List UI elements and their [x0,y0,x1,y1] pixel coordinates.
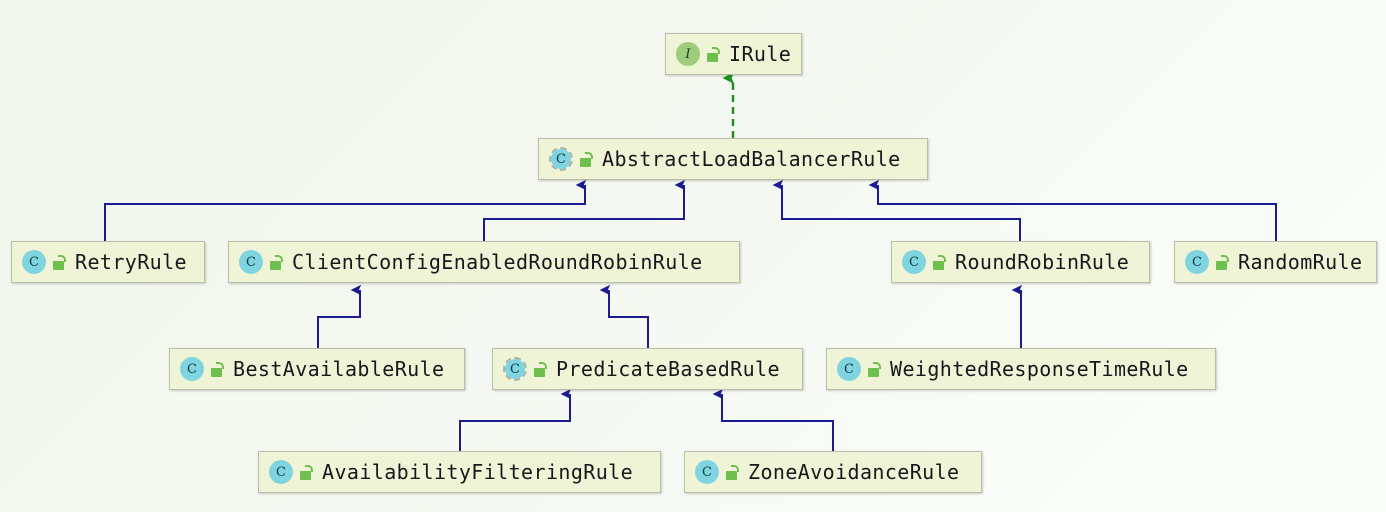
edge-predicate-to-ccerr [609,290,649,348]
abstract-class-badge-icon: C [503,357,527,381]
uml-node-label: WeightedResponseTimeRule [890,357,1189,381]
class-badge-icon: C [22,250,46,274]
uml-node-label: RandomRule [1238,250,1363,274]
uml-node-client-config-enabled-round-robin-rule[interactable]: C ClientConfigEnabledRoundRobinRule [228,241,740,283]
uml-node-label: BestAvailableRule [233,357,445,381]
uml-node-retry-rule[interactable]: C RetryRule [11,241,205,283]
edge-retry-to-abstract [104,185,585,241]
edge-roundrobin-to-abstract [782,185,1021,241]
uml-node-label: ZoneAvoidanceRule [748,460,960,484]
public-unlocked-padlock-icon [706,46,720,62]
abstract-class-badge-icon: C [549,147,573,171]
uml-node-zone-avoidance-rule[interactable]: C ZoneAvoidanceRule [684,451,982,493]
uml-node-label: RetryRule [75,250,187,274]
edge-random-to-abstract [878,185,1277,241]
public-unlocked-padlock-icon [269,254,283,270]
uml-node-label: AvailabilityFilteringRule [322,460,634,484]
class-badge-icon: C [902,250,926,274]
uml-node-label: ClientConfigEnabledRoundRobinRule [292,250,703,274]
public-unlocked-padlock-icon [210,361,224,377]
edge-bestavailable-to-ccerr [317,290,360,348]
public-unlocked-padlock-icon [533,361,547,377]
uml-node-irule[interactable]: I IRule [665,33,802,75]
edge-ccerr-to-abstract [483,185,684,241]
class-badge-icon: C [1185,250,1209,274]
uml-node-label: AbstractLoadBalancerRule [602,147,901,171]
uml-node-predicate-based-rule[interactable]: C PredicateBasedRule [492,348,803,390]
uml-node-availability-filtering-rule[interactable]: C AvailabilityFilteringRule [258,451,661,493]
class-badge-icon: C [269,460,293,484]
edge-zoneavoidance-to-predicate [722,394,834,451]
public-unlocked-padlock-icon [867,361,881,377]
uml-node-label: RoundRobinRule [955,250,1130,274]
public-unlocked-padlock-icon [579,151,593,167]
uml-node-best-available-rule[interactable]: C BestAvailableRule [169,348,465,390]
class-badge-icon: C [837,357,861,381]
uml-node-weighted-response-time-rule[interactable]: C WeightedResponseTimeRule [826,348,1216,390]
class-badge-icon: C [180,357,204,381]
public-unlocked-padlock-icon [932,254,946,270]
class-badge-icon: C [695,460,719,484]
uml-node-label: IRule [729,42,792,66]
public-unlocked-padlock-icon [725,464,739,480]
uml-node-abstract-load-balancer-rule[interactable]: C AbstractLoadBalancerRule [538,138,928,180]
class-badge-icon: C [239,250,263,274]
uml-node-round-robin-rule[interactable]: C RoundRobinRule [891,241,1150,283]
public-unlocked-padlock-icon [299,464,313,480]
uml-node-label: PredicateBasedRule [556,357,780,381]
public-unlocked-padlock-icon [1215,254,1229,270]
interface-badge-icon: I [676,42,700,66]
public-unlocked-padlock-icon [52,254,66,270]
edge-availability-to-predicate [459,394,570,451]
uml-node-random-rule[interactable]: C RandomRule [1174,241,1377,283]
